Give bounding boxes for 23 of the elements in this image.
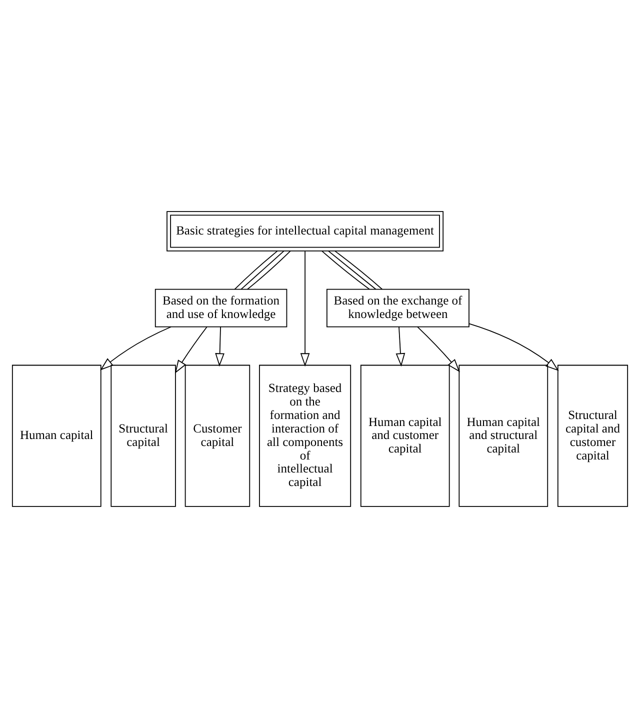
node-box: Human capital and customer capital — [360, 364, 450, 507]
connector — [328, 250, 376, 290]
arrow — [100, 326, 172, 370]
node-box: Based on the exchange of knowledge between — [326, 288, 470, 328]
arrow — [300, 250, 310, 367]
arrow — [215, 326, 224, 367]
connector — [322, 250, 370, 290]
node-box: Based on the formation and use of knowledge — [154, 288, 288, 328]
node-box: Customer capital — [184, 364, 250, 507]
connector — [234, 250, 278, 290]
node-box: Structural capital — [110, 364, 176, 507]
node-box: Strategy based on the formation and interaction of all components of intellectual capital — [259, 364, 352, 507]
connector — [247, 250, 291, 290]
connector — [334, 250, 383, 290]
node-box: Structural capital and customer capital — [557, 364, 628, 507]
arrow — [417, 326, 460, 372]
node-box: Human capital — [12, 364, 102, 507]
arrow — [396, 326, 406, 367]
connector — [240, 250, 284, 290]
node-box: Basic strategies for intellectual capital management — [166, 211, 444, 252]
arrow — [468, 323, 559, 371]
node-box: Human capital and structural capital — [458, 364, 548, 507]
arrow — [174, 326, 208, 374]
